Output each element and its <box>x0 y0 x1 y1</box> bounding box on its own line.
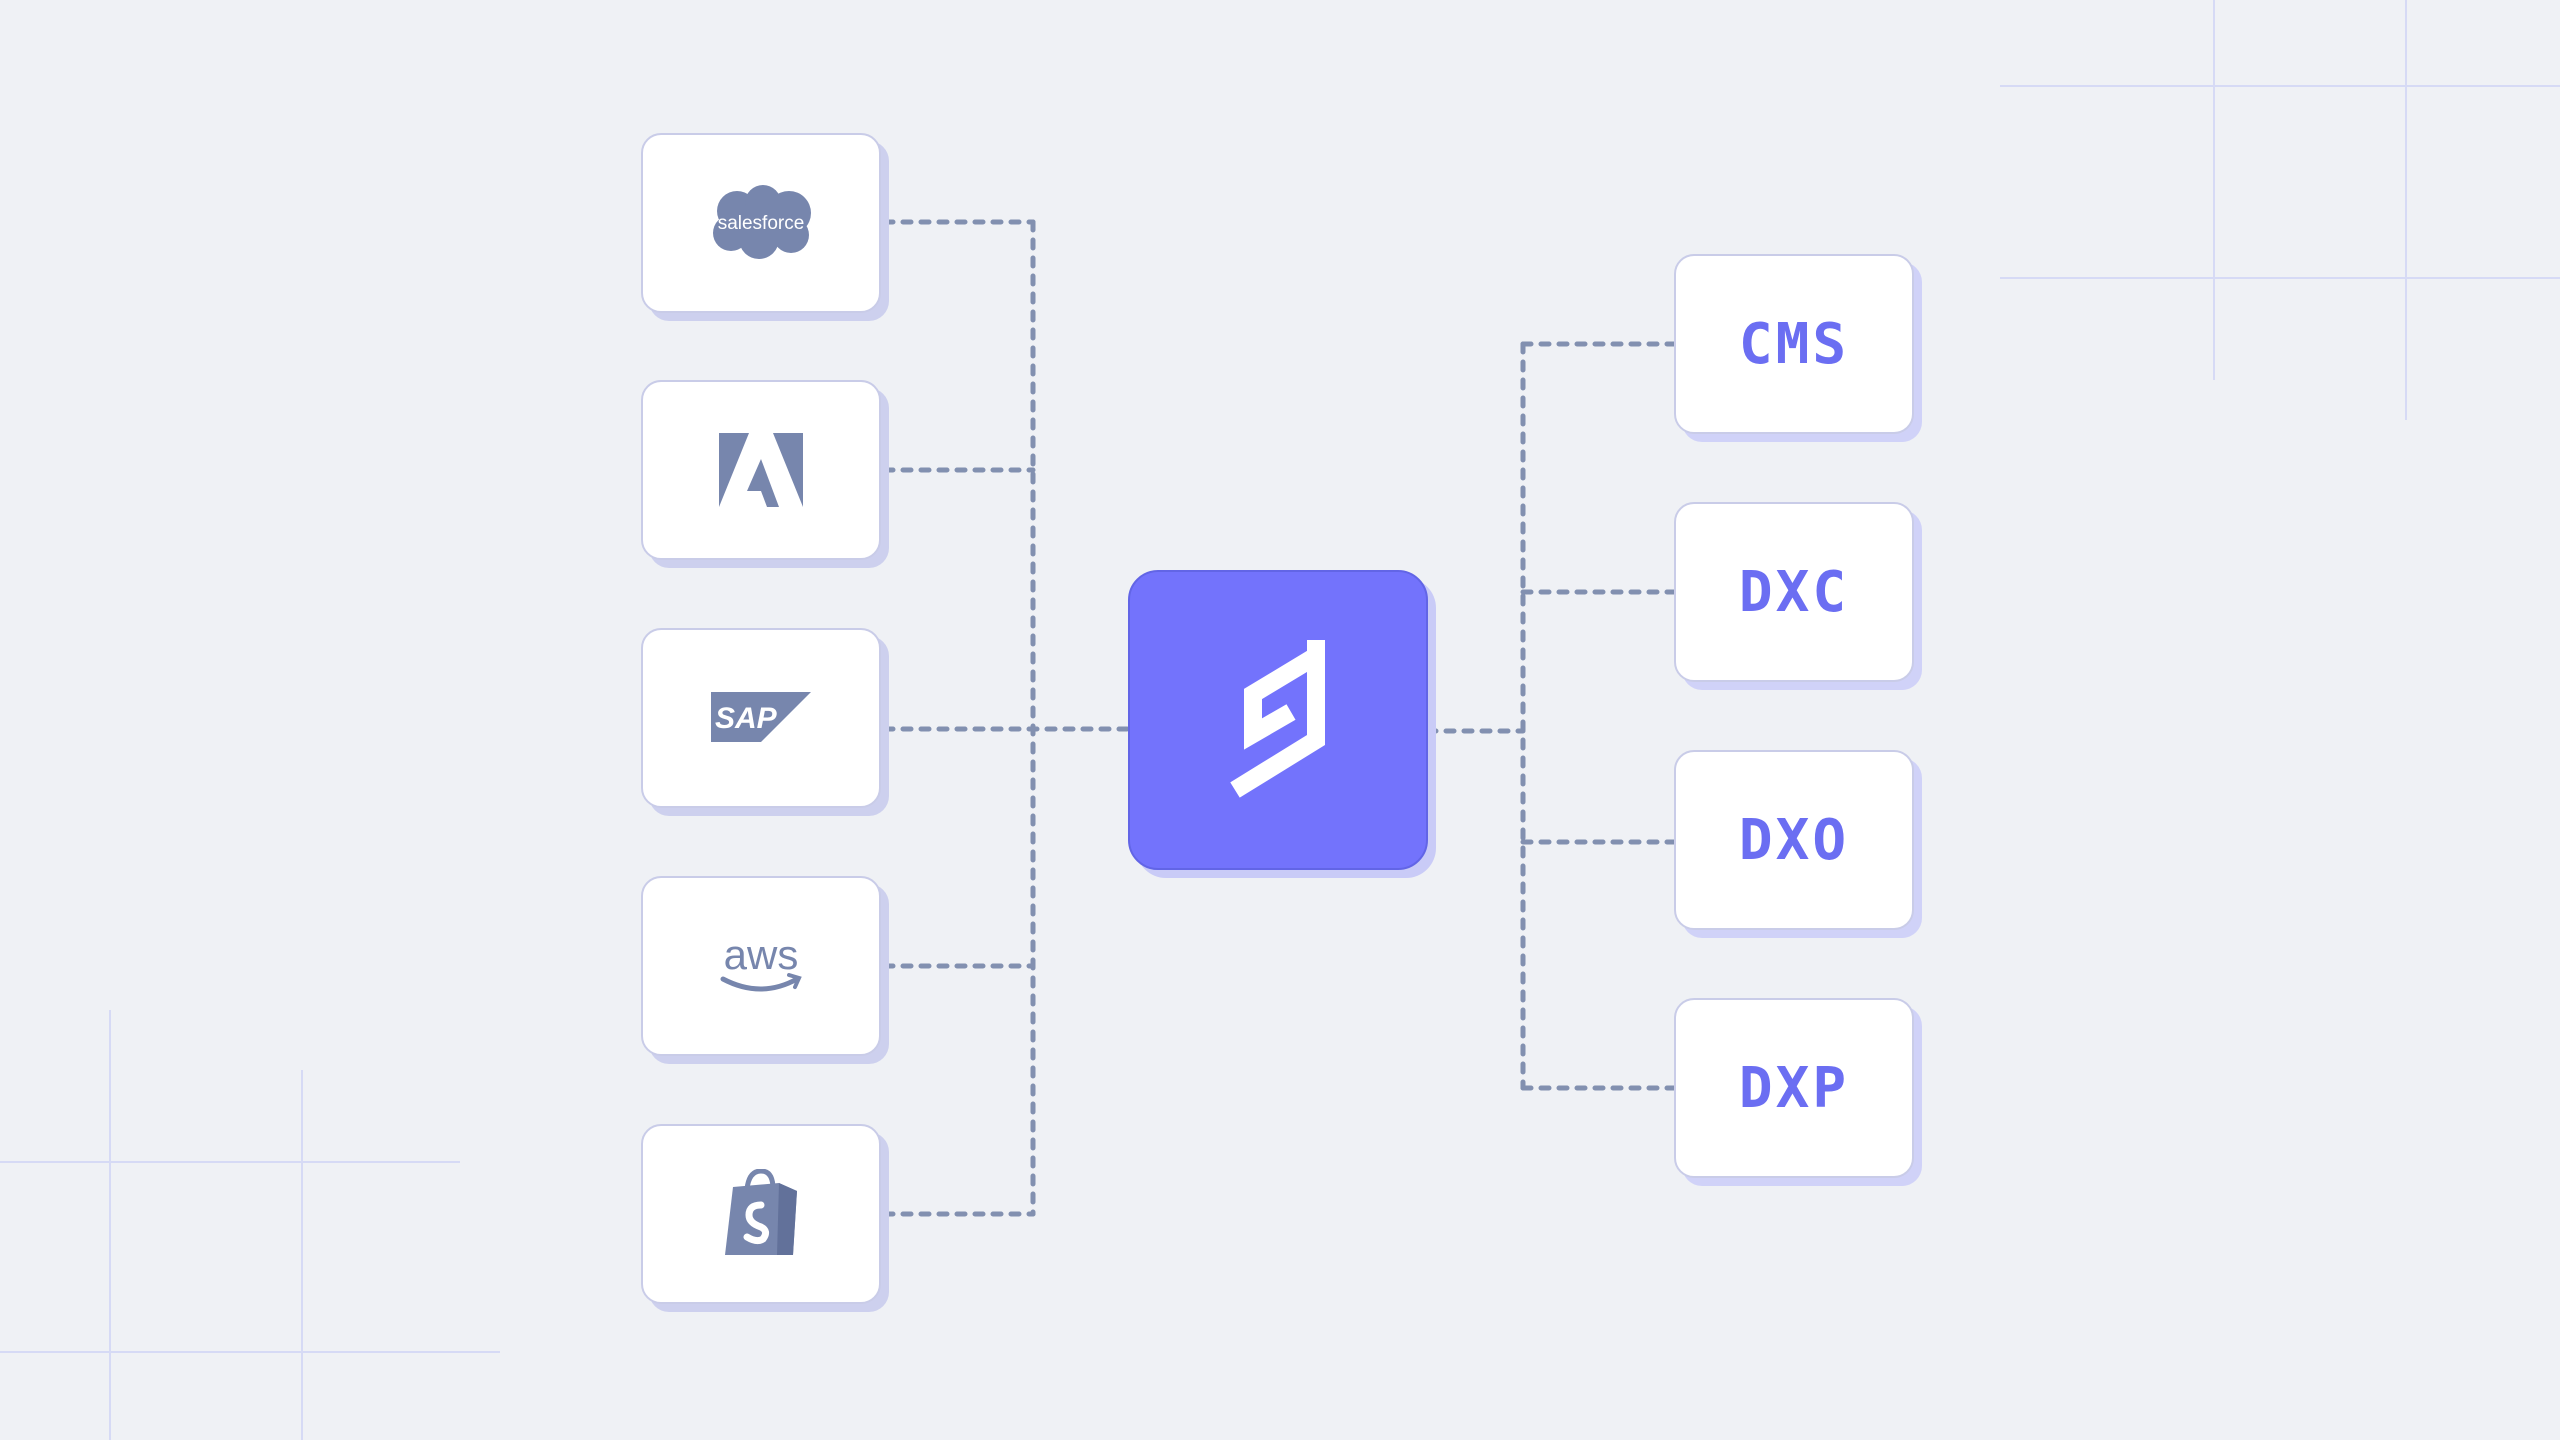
salesforce-card: salesforce <box>641 133 881 313</box>
shopify-card <box>641 1124 881 1304</box>
sap-card: SAP <box>641 628 881 808</box>
salesforce-logo-icon: salesforce <box>713 185 811 259</box>
cms-label: CMS <box>1738 311 1850 377</box>
dxc-label: DXC <box>1738 559 1850 625</box>
dxp-label: DXP <box>1738 1055 1850 1121</box>
sap-logo-icon: SAP <box>711 692 811 742</box>
dxp-card: DXP <box>1674 998 1914 1178</box>
aws-card: aws <box>641 876 881 1056</box>
sap-logo-text: SAP <box>715 702 778 735</box>
hub-card <box>1128 570 1428 870</box>
aws-logo-text: aws <box>724 933 799 978</box>
aws-logo-icon: aws <box>720 933 802 992</box>
cms-card: CMS <box>1674 254 1914 434</box>
dxo-label: DXO <box>1738 807 1850 873</box>
adobe-card <box>641 380 881 560</box>
shopify-logo-icon <box>725 1169 797 1255</box>
hygraph-logo-icon <box>1230 640 1325 798</box>
salesforce-logo-text: salesforce <box>718 213 805 234</box>
adobe-logo-icon <box>719 433 803 507</box>
dxo-card: DXO <box>1674 750 1914 930</box>
dxc-card: DXC <box>1674 502 1914 682</box>
